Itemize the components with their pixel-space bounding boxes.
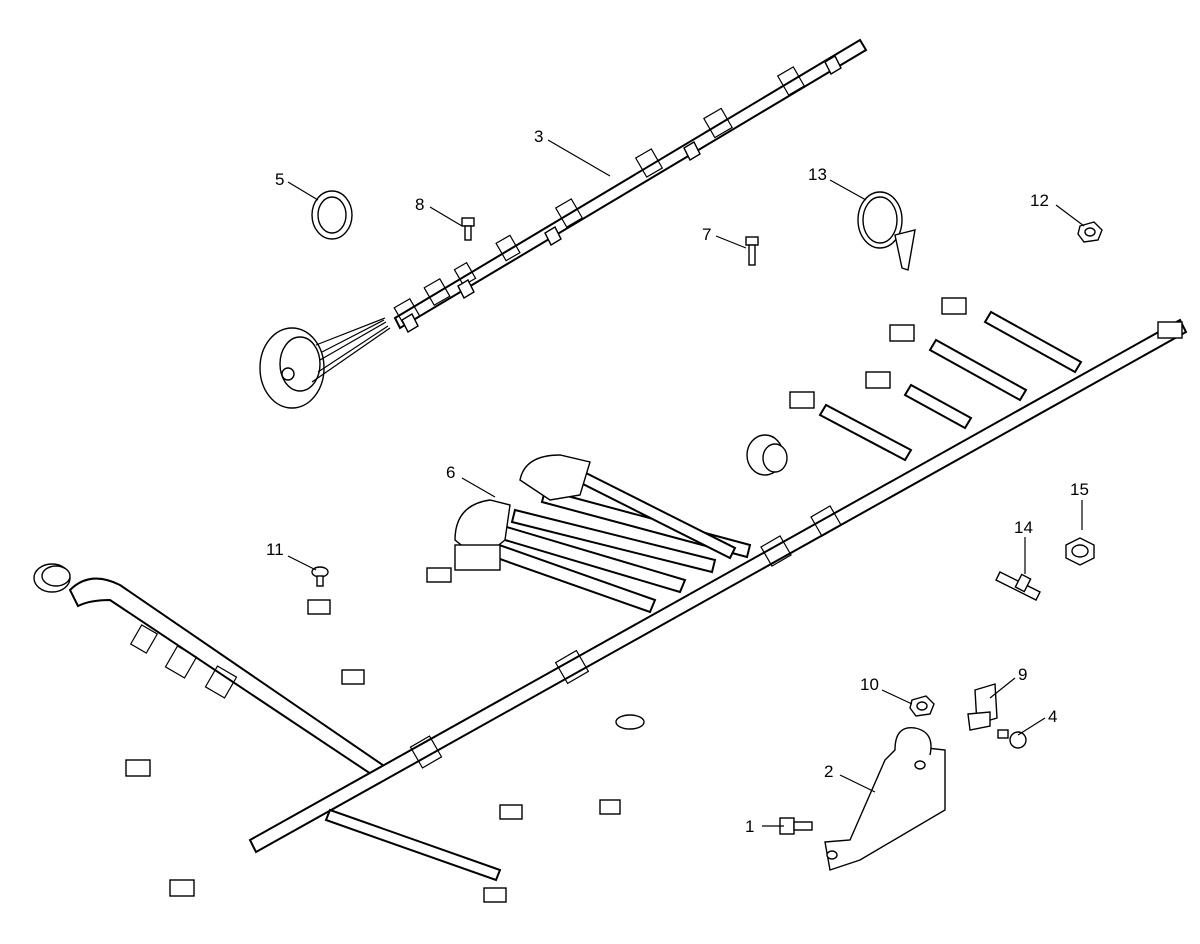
callout-15: 15: [1070, 480, 1089, 499]
callout-13: 13: [808, 165, 827, 184]
callout-7: 7: [702, 225, 711, 244]
callout-2: 2: [824, 762, 833, 781]
screw-icon: [997, 729, 1027, 749]
callout-4: 4: [1048, 707, 1057, 726]
callout-11: 11: [266, 540, 284, 559]
callout-14: 14: [1014, 518, 1033, 537]
bolt-icon: [461, 217, 475, 241]
elbow-connector-icon: [454, 454, 591, 571]
main-harness-icon: [33, 297, 1188, 903]
stud-icon: [995, 571, 1041, 601]
nut-icon: [909, 695, 935, 717]
nut-icon: [1077, 221, 1103, 243]
callout-9: 9: [1018, 665, 1027, 684]
bolt-icon: [779, 817, 813, 835]
callout-8: 8: [415, 195, 424, 214]
leader-lines: [287, 139, 1085, 827]
callout-6: 6: [446, 463, 455, 482]
bolt-icon: [745, 236, 759, 266]
grommet-ring-icon: [311, 190, 353, 240]
callout-3: 3: [534, 127, 543, 146]
nut-icon: [1065, 537, 1095, 566]
callout-5: 5: [275, 170, 284, 189]
upper-harness-icon: [259, 38, 868, 409]
callout-numbers: 3 5 8 7 13 12 6 11 15 14 10 9 4 2 1: [266, 127, 1089, 836]
bracket-icon: [824, 726, 946, 871]
callout-1: 1: [745, 817, 754, 836]
callout-10: 10: [860, 675, 879, 694]
clip-plate-icon: [967, 683, 998, 731]
callout-12: 12: [1030, 191, 1049, 210]
cable-tie-icon: [857, 191, 916, 271]
